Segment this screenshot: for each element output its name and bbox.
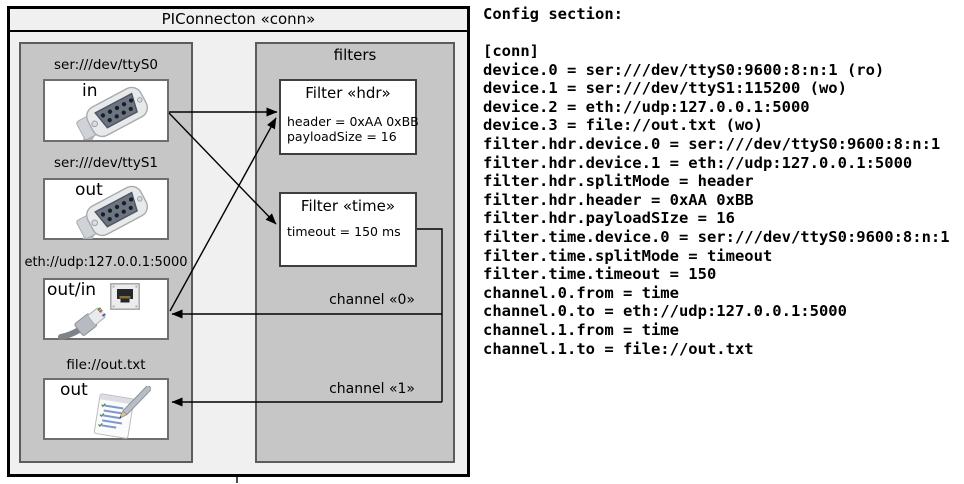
device-uri-ttys1: ser:///dev/ttyS1 — [54, 155, 158, 171]
device-direction-label: out — [75, 180, 103, 200]
filter-hdr-attr-payloadsize: payloadSize = 16 — [287, 129, 397, 144]
serial-connector-icon — [68, 86, 149, 140]
filter-hdr-title: Filter «hdr» — [305, 84, 391, 102]
connector-diagram: PIConnecton «conn» ser:///dev/ttyS0 in — [7, 6, 470, 477]
diagram-title: PIConnecton «conn» — [10, 9, 467, 32]
serial-connector-icon — [68, 185, 149, 239]
device-direction-label: in — [82, 81, 98, 101]
device-uri-ttys0: ser:///dev/ttyS0 — [54, 57, 158, 73]
device-box-ttys1: out — [43, 178, 169, 240]
filter-time-title: Filter «time» — [300, 197, 396, 215]
devices-panel: ser:///dev/ttyS0 in — [19, 42, 193, 463]
filter-time-box: Filter «time» timeout = 150 ms — [279, 192, 417, 267]
device-direction-label: out — [60, 380, 88, 400]
filter-time-attr-timeout: timeout = 150 ms — [287, 224, 401, 239]
device-box-ttys0: in — [43, 79, 169, 142]
filter-hdr-box: Filter «hdr» header = 0xAA 0xBB payloadS… — [279, 79, 419, 155]
notepad-pencil-icon — [93, 386, 151, 439]
filter-hdr-attr-header: header = 0xAA 0xBB — [287, 114, 419, 129]
ethernet-port-icon — [110, 283, 140, 310]
device-uri-file: file://out.txt — [66, 357, 146, 373]
device-box-file: out — [43, 378, 169, 440]
ethernet-cable-icon — [58, 307, 106, 340]
device-box-eth: out/in — [43, 278, 169, 340]
filters-panel: filters Filter «hdr» header = 0xAA 0xBB … — [255, 42, 455, 463]
channel-1-label: channel «1» — [329, 381, 415, 397]
device-uri-eth: eth://udp:127.0.0.1:5000 — [24, 255, 188, 270]
channel-0-label: channel «0» — [329, 292, 415, 308]
config-heading: Config section: — [483, 5, 623, 23]
device-direction-label: out/in — [47, 280, 97, 300]
filters-panel-title: filters — [333, 46, 377, 64]
config-lines: [conn] device.0 = ser:///dev/ttyS0:9600:… — [483, 42, 950, 358]
